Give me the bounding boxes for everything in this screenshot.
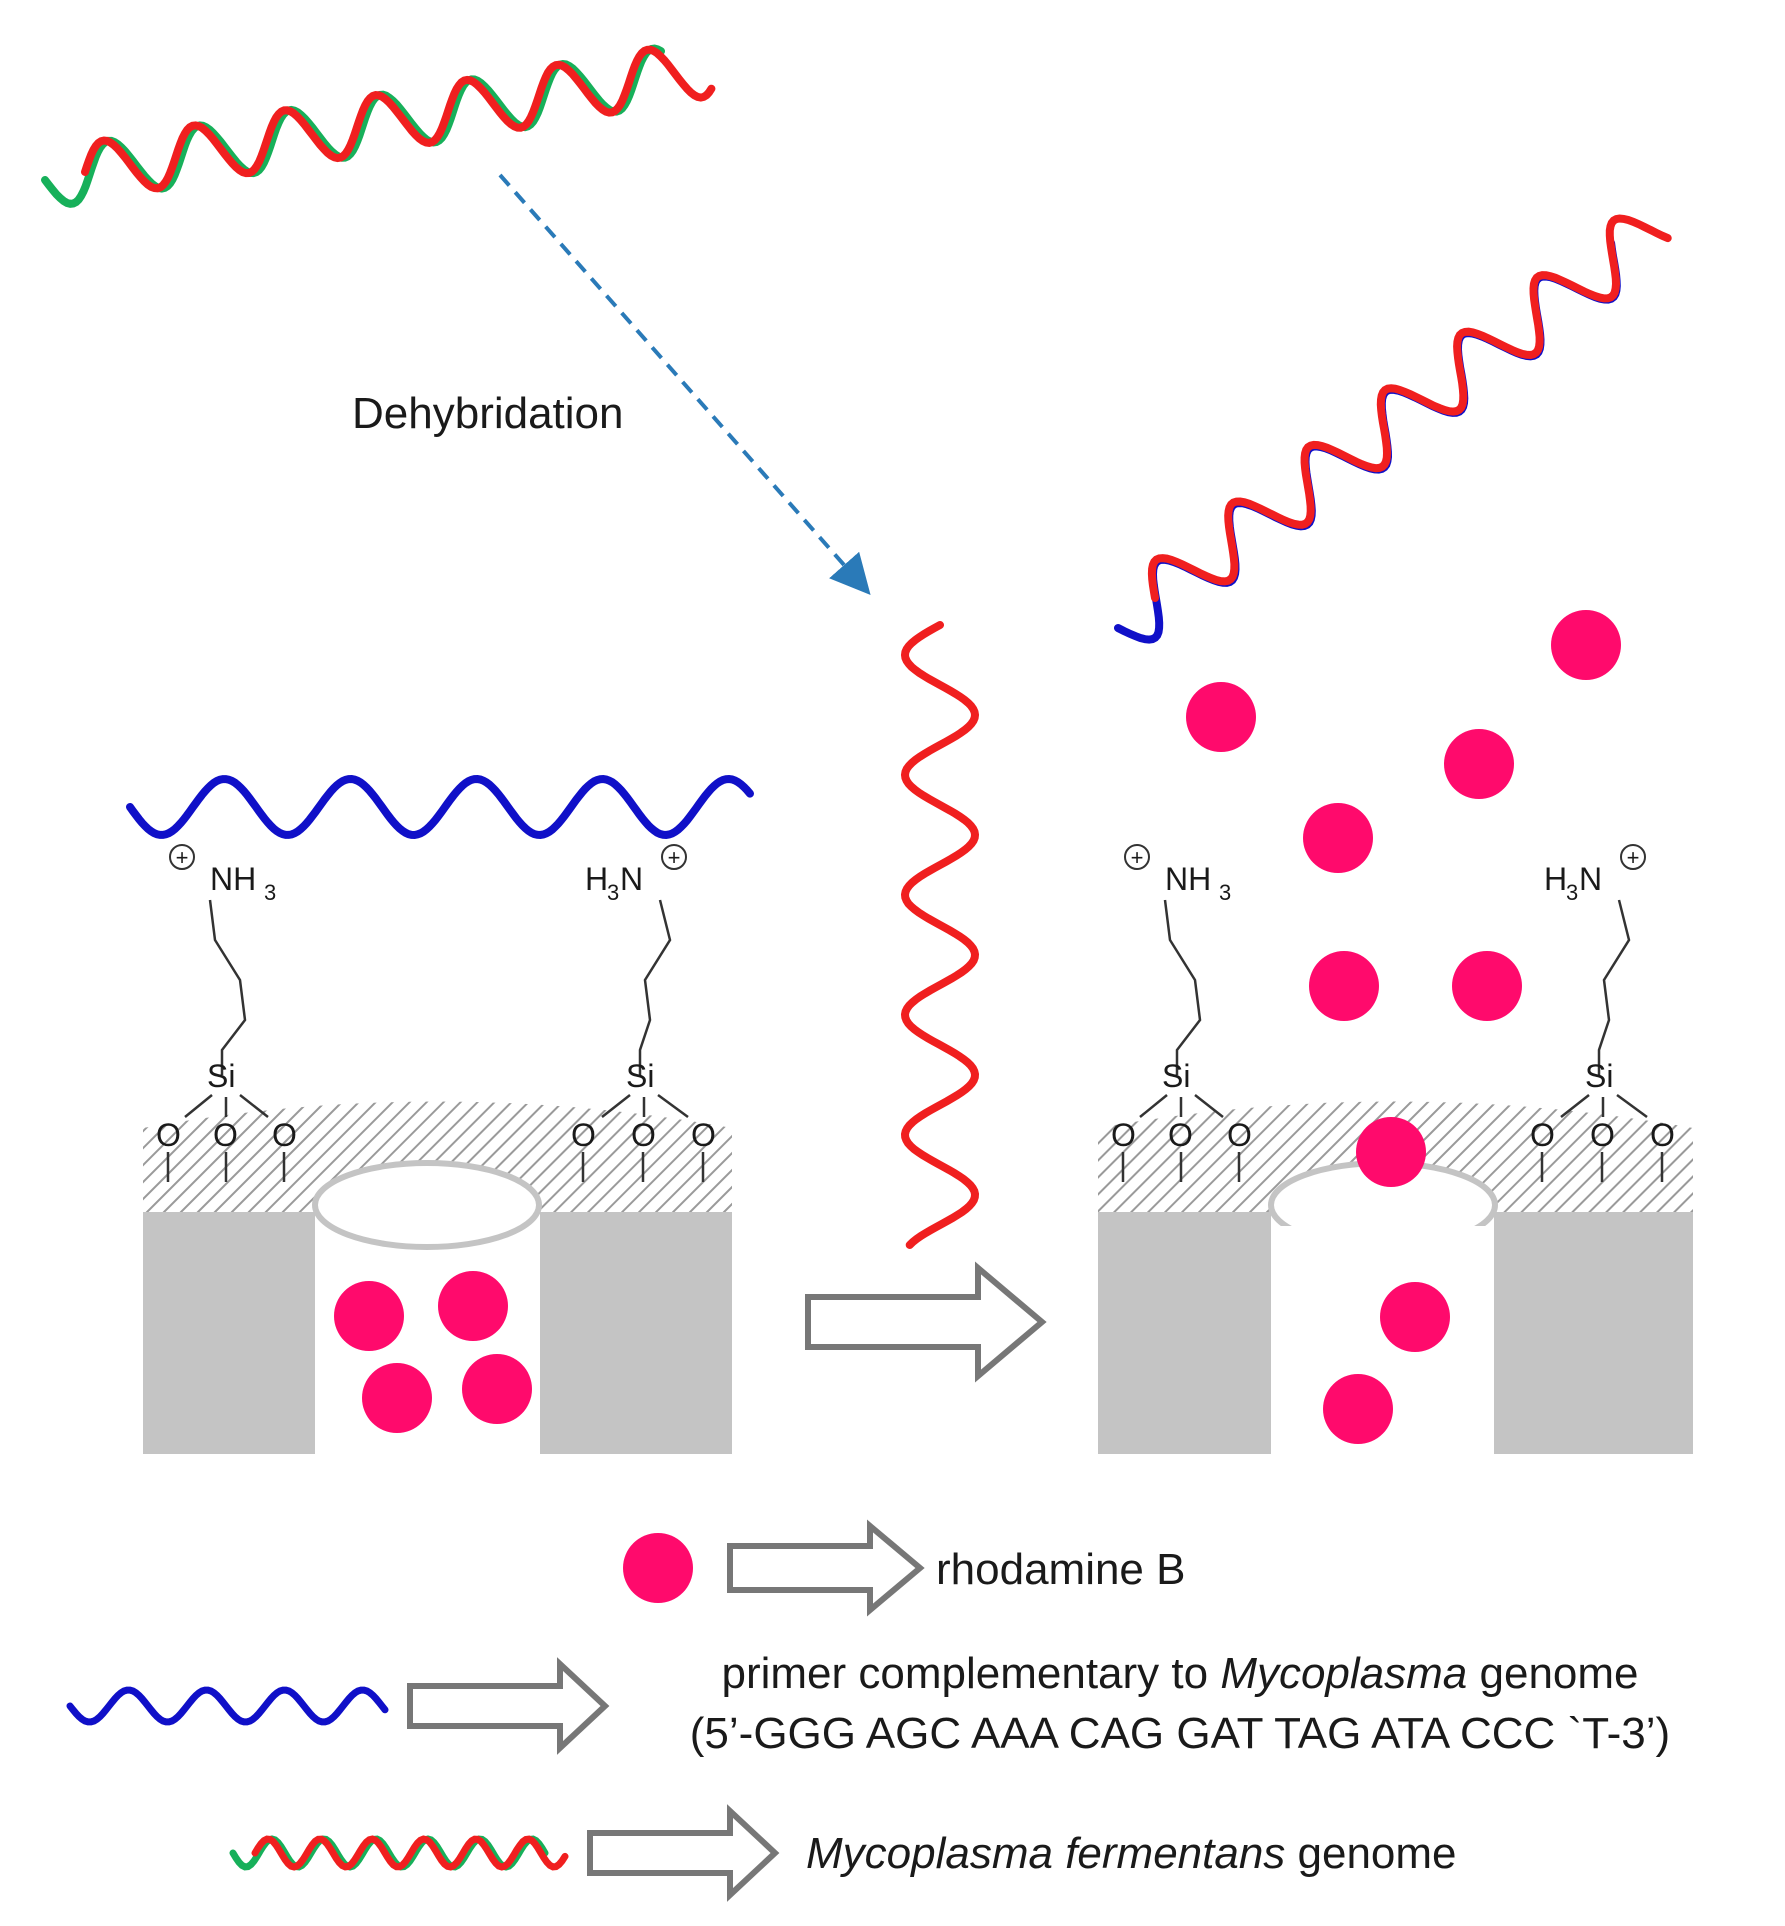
legend-genome-label: Mycoplasma fermentans genome bbox=[806, 1829, 1457, 1878]
released-target-strand bbox=[900, 621, 980, 1249]
oxygen-atom: O bbox=[213, 1117, 238, 1153]
duplex-blue-strand bbox=[1114, 239, 1621, 644]
functionalized-layer bbox=[143, 1101, 732, 1212]
legend-arrow-icon bbox=[727, 1519, 925, 1617]
dehybridation-arrow bbox=[498, 173, 871, 595]
rhodamine-dot bbox=[1444, 729, 1514, 799]
primer-line1-italic: Mycoplasma bbox=[1220, 1649, 1467, 1698]
rhodamine-dot bbox=[1356, 1117, 1426, 1187]
primer-target-duplex-top-right bbox=[1114, 214, 1672, 644]
primer-line1-suffix: genome bbox=[1467, 1649, 1638, 1698]
oxygen-atom: O bbox=[1530, 1117, 1555, 1153]
legend-helix-red bbox=[251, 1835, 569, 1871]
oxygen-atom: O bbox=[1227, 1117, 1252, 1153]
amine-subscript: 3 bbox=[607, 880, 619, 905]
dehybridation-label: Dehybridation bbox=[352, 389, 624, 438]
propyl-chain bbox=[638, 899, 672, 1075]
silicon-atom: Si bbox=[1585, 1058, 1613, 1094]
oxygen-atom: O bbox=[571, 1117, 596, 1153]
aminopropyl-linker-left: + NH 3 Si O O O bbox=[156, 844, 297, 1182]
positive-charge-sign: + bbox=[176, 845, 189, 870]
positive-charge-icon bbox=[169, 844, 195, 870]
rhodamine-dot bbox=[1452, 951, 1522, 1021]
rhodamine-dot bbox=[1380, 1282, 1450, 1352]
legend-arrow-icon bbox=[407, 1657, 610, 1755]
amine-nh: NH bbox=[210, 861, 256, 897]
rhodamine-dot bbox=[462, 1354, 532, 1424]
oxygen-atom: O bbox=[1111, 1117, 1136, 1153]
amine-subscript: 3 bbox=[1219, 880, 1231, 905]
propyl-chain bbox=[1597, 899, 1631, 1075]
right-uncapped-pore: + NH 3 Si O O O H 3 N + Si O bbox=[1098, 610, 1693, 1454]
positive-charge-sign: + bbox=[668, 845, 681, 870]
positive-charge-sign: + bbox=[1131, 845, 1144, 870]
aminopropyl-linker-right: H 3 N + Si O O O bbox=[571, 844, 716, 1182]
dna-double-helix-icon bbox=[229, 1835, 569, 1871]
oxygen-atom: O bbox=[631, 1117, 656, 1153]
amine-n: N bbox=[1579, 861, 1602, 897]
legend-primer-line1: primer complementary to Mycoplasma genom… bbox=[721, 1649, 1638, 1698]
rhodamine-dot bbox=[1303, 803, 1373, 873]
silicon-atom: Si bbox=[1162, 1058, 1190, 1094]
rhodamine-dot bbox=[362, 1363, 432, 1433]
legend-primer-sequence: (5’-GGG AGC AAA CAG GAT TAG ATA CCC `T-3… bbox=[690, 1709, 1670, 1758]
propyl-chain bbox=[208, 899, 247, 1075]
silica-wall-left bbox=[143, 1210, 315, 1454]
reaction-arrow-icon bbox=[805, 1261, 1047, 1383]
genome-italic: Mycoplasma fermentans bbox=[806, 1829, 1285, 1878]
oxygen-atom: O bbox=[1168, 1117, 1193, 1153]
amine-subscript: 3 bbox=[1566, 880, 1578, 905]
amine-nh: NH bbox=[1165, 861, 1211, 897]
pore-opening bbox=[312, 1160, 542, 1250]
helix-red-strand bbox=[81, 45, 716, 193]
rhodamine-dot-icon bbox=[623, 1533, 693, 1603]
oxygen-atom: O bbox=[272, 1117, 297, 1153]
silicon-atom: Si bbox=[626, 1058, 654, 1094]
aminopropyl-linker-left: + NH 3 Si O O O bbox=[1111, 844, 1252, 1182]
amine-h: H bbox=[1544, 861, 1567, 897]
amine-n: N bbox=[620, 861, 643, 897]
oxygen-atom: O bbox=[1590, 1117, 1615, 1153]
genome-double-helix-top-left bbox=[41, 44, 716, 208]
primer-line1-prefix: primer complementary to bbox=[721, 1649, 1220, 1698]
positive-charge-icon bbox=[1620, 844, 1646, 870]
positive-charge-icon bbox=[661, 844, 687, 870]
silica-wall-left bbox=[1098, 1210, 1270, 1454]
legend-rhodamine-label: rhodamine B bbox=[936, 1545, 1185, 1594]
legend-arrow-icon bbox=[587, 1804, 780, 1902]
rhodamine-dot bbox=[1309, 951, 1379, 1021]
primer-cap-strand bbox=[126, 774, 754, 840]
genome-suffix: genome bbox=[1285, 1829, 1456, 1878]
amine-subscript: 3 bbox=[264, 880, 276, 905]
silica-wall-right bbox=[540, 1210, 732, 1454]
primer-strand-icon bbox=[66, 1686, 389, 1726]
oxygen-atom: O bbox=[691, 1117, 716, 1153]
rhodamine-dot bbox=[438, 1271, 508, 1341]
left-capped-pore: + NH 3 Si O O O H 3 N + Si O bbox=[126, 774, 754, 1454]
rhodamine-dot bbox=[1551, 610, 1621, 680]
oxygen-atom: O bbox=[1650, 1117, 1675, 1153]
silica-wall-right bbox=[1495, 1210, 1693, 1454]
rhodamine-dot bbox=[334, 1281, 404, 1351]
rhodamine-dot bbox=[1323, 1374, 1393, 1444]
aminopropyl-linker-right: H 3 N + Si O O O bbox=[1530, 844, 1675, 1182]
rhodamine-dot bbox=[1186, 682, 1256, 752]
positive-charge-sign: + bbox=[1627, 845, 1640, 870]
positive-charge-icon bbox=[1124, 844, 1150, 870]
propyl-chain bbox=[1163, 899, 1202, 1075]
legend: rhodamine B primer complementary to Myco… bbox=[66, 1519, 1670, 1902]
duplex-red-strand bbox=[1147, 214, 1672, 602]
amine-h: H bbox=[585, 861, 608, 897]
oxygen-atom: O bbox=[156, 1117, 181, 1153]
silicon-atom: Si bbox=[207, 1058, 235, 1094]
